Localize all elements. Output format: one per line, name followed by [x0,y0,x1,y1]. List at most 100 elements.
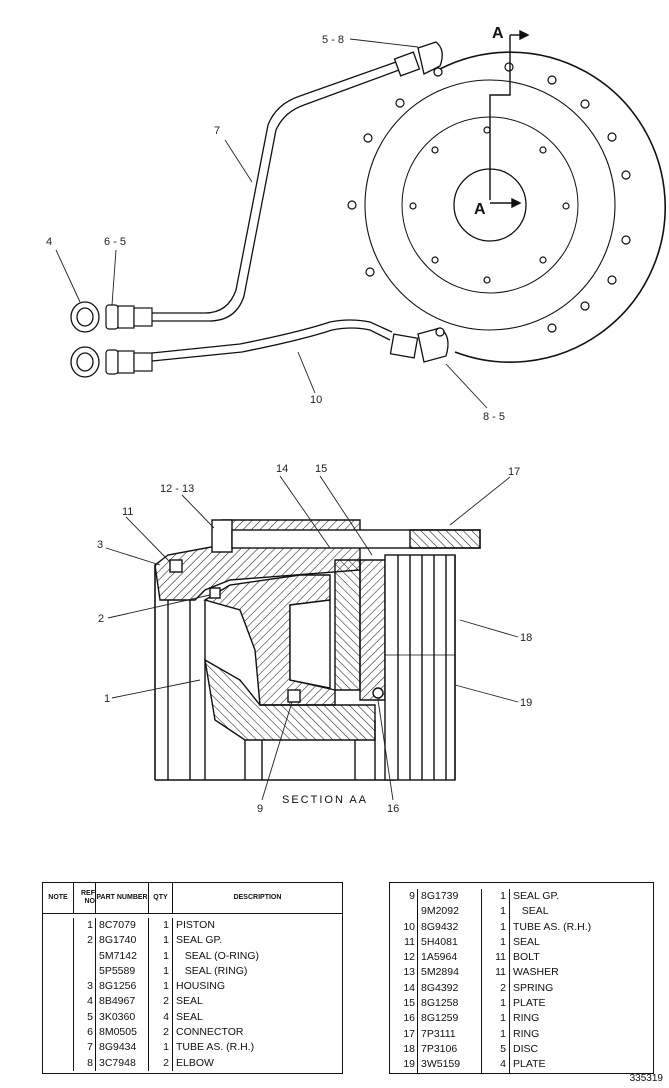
section-title: SECTION AA [282,794,368,806]
callout-7: 7 [214,125,220,137]
cell-qty: 2 [149,1055,173,1071]
callout-15: 15 [315,463,327,475]
header-note: NOTE [43,883,74,913]
cell-part: 8G4392 [418,980,482,997]
cell-part: 8M0505 [96,1025,149,1041]
cell-part: 5P5589 [96,963,149,980]
callout-1: 1 [104,693,110,705]
cell-note [43,1055,74,1071]
cell-desc: SEAL [176,1010,203,1023]
callout-17: 17 [508,466,520,478]
bolt-holes [347,62,631,333]
cell-ref: 7 [74,1040,96,1056]
cell-ref: 12 [390,950,418,966]
cell-ref: 16 [390,1011,418,1027]
callout-10: 10 [310,394,322,406]
cell-ref: 9 [390,889,418,905]
section-cut-line [489,29,530,209]
cell-qty: 11 [482,965,510,981]
cell-desc: HOUSING [176,980,226,993]
cell-qty: 2 [149,1025,173,1041]
cell-ref: 17 [390,1026,418,1042]
parts-table-header: NOTE REF NO PART NUMBER QTY DESCRIPTION [43,883,342,914]
cell-qty: 4 [149,1009,173,1026]
cell-ref: 8 [74,1055,96,1071]
cell-ref: 15 [390,996,418,1012]
header-ref: REF NO [74,883,96,913]
cell-part: 8G1739 [418,889,482,905]
cell-qty: 2 [482,980,510,997]
cell-part: 8G9434 [96,1040,149,1056]
header-qty: QTY [149,883,173,913]
cell-qty: 1 [149,1040,173,1056]
cell-note [43,933,74,949]
cell-qty: 1 [149,963,173,980]
leader-lines-top [55,38,488,409]
cell-part: 8G1259 [418,1011,482,1027]
cell-qty: 1 [482,1026,510,1042]
callout-12-13: 12 - 13 [160,483,194,495]
cell-ref: 3 [74,979,96,995]
callout-6-5: 6 - 5 [104,236,126,248]
cell-desc: PLATE [513,997,546,1010]
header-part: PART NUMBER [96,883,149,913]
cell-desc: RING [513,1027,540,1040]
cell-qty: 1 [482,904,510,920]
cell-qty: 1 [149,948,173,964]
cell-desc: SPRING [513,981,554,994]
cell-ref: 18 [390,1041,418,1058]
callout-2: 2 [98,613,104,625]
cell-part: 5H4081 [418,934,482,951]
cell-qty: 1 [149,933,173,949]
cell-ref: 1 [74,918,96,934]
callout-3: 3 [97,539,103,551]
cell-desc: PISTON [176,919,215,931]
figure-number: 335319 [629,1073,663,1084]
header-desc: DESCRIPTION [233,894,282,901]
cell-ref: 14 [390,980,418,997]
cell-desc: SEAL GP. [176,934,223,947]
cell-ref: 11 [390,934,418,951]
cell-ref: 19 [390,1057,418,1073]
seal-4-lower [70,346,100,378]
cell-desc: ELBOW [176,1056,214,1069]
section-marker-a-top: A [492,25,504,42]
callout-9: 9 [257,803,263,815]
cell-qty: 1 [482,919,510,935]
cell-part: 7P3106 [418,1041,482,1058]
cell-desc: SEAL (O-RING) [176,949,260,962]
cell-qty: 1 [482,1011,510,1027]
parts-table-left: NOTE REF NO PART NUMBER QTY DESCRIPTION … [42,882,343,1074]
connector-upper [105,304,153,330]
cell-qty: 1 [149,979,173,995]
cell-part: 8B4967 [96,994,149,1010]
cell-ref [390,904,418,920]
cell-part: 5M2894 [418,965,482,981]
elbow-lower [389,327,449,363]
cell-desc: TUBE AS. (R.H.) [513,920,592,933]
cell-part: 8G9432 [418,919,482,935]
section-aa-view [154,519,481,781]
callout-16: 16 [387,803,399,815]
cell-note [43,1025,74,1041]
cell-part: 9M2092 [418,904,482,920]
cell-ref: 2 [74,933,96,949]
